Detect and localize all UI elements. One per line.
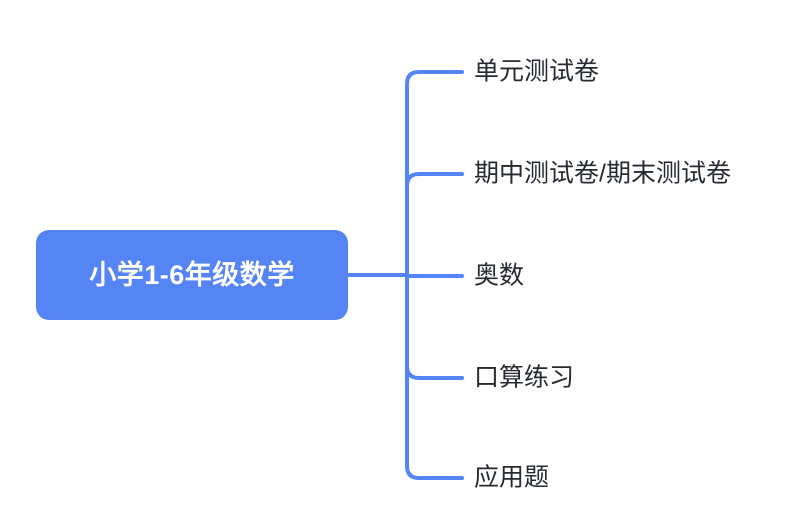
- branch-node-3[interactable]: 奥数: [474, 261, 525, 290]
- connector-branch-2: [405, 172, 464, 188]
- branch-node-2[interactable]: 期中测试卷/期末测试卷: [474, 159, 731, 188]
- connector-branch-4: [405, 364, 464, 380]
- branch-node-4[interactable]: 口算练习: [474, 363, 575, 392]
- root-node[interactable]: 小学1-6年级数学: [36, 230, 348, 320]
- connector-branch-1: [405, 70, 464, 86]
- root-node-label: 小学1-6年级数学: [89, 259, 295, 290]
- branch-node-5[interactable]: 应用题: [474, 463, 550, 492]
- branch-node-1[interactable]: 单元测试卷: [474, 57, 600, 86]
- connector-branch-5: [405, 464, 464, 480]
